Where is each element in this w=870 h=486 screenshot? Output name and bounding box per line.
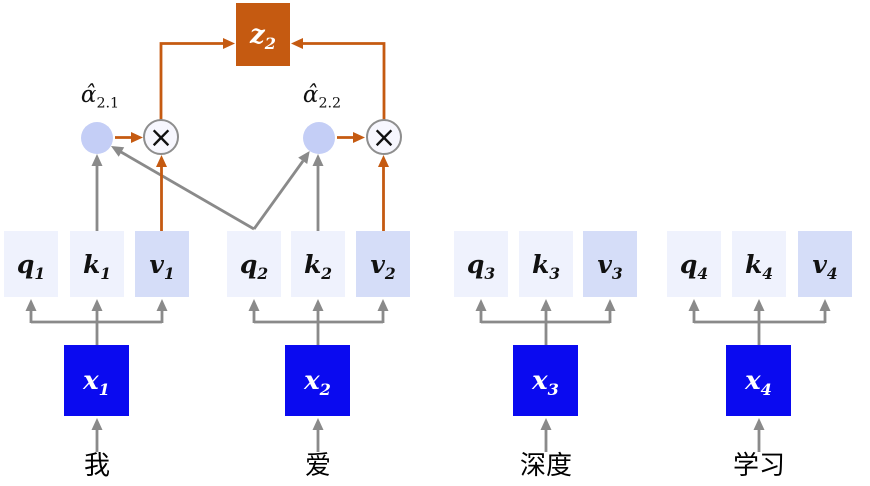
- value-box-v3: v3: [583, 231, 637, 297]
- embedding-box-x3: x3: [513, 345, 578, 416]
- query-box-q2: q2: [227, 231, 281, 297]
- query-box-q1: q1: [4, 231, 58, 297]
- token-word-1: 我: [83, 451, 110, 481]
- key-box-k2: k2: [291, 231, 345, 297]
- embedding-box-x4: x4: [726, 345, 791, 416]
- attention-weight-label-22: α̂2.2: [302, 82, 342, 112]
- value-box-v1: v1: [135, 231, 189, 297]
- multiply-icon: ×: [148, 119, 174, 154]
- key-box-k1: k1: [70, 231, 124, 297]
- attention-weight-label-21: α̂2.1: [80, 82, 120, 112]
- key-box-k4: k4: [732, 231, 786, 297]
- multiply-node-1: ×: [143, 119, 179, 155]
- token-word-2: 爱: [304, 451, 331, 481]
- query-box-q4: q4: [667, 231, 721, 297]
- key-arrows: [91, 154, 324, 231]
- multiply-node-2: ×: [366, 119, 402, 155]
- attention-weight-circle-22: [303, 122, 335, 154]
- attention-weight-circle-21: [81, 122, 113, 154]
- output-label: z2: [250, 19, 276, 53]
- value-box-v4: v4: [798, 231, 852, 297]
- token-word-3: 深度: [519, 451, 572, 481]
- output-box-z2: z2: [236, 3, 290, 66]
- query-box-q3: q3: [454, 231, 508, 297]
- embedding-box-x1: x1: [64, 345, 129, 416]
- key-box-k3: k3: [519, 231, 573, 297]
- value-box-v2: v2: [356, 231, 410, 297]
- token-word-4: 学习: [732, 451, 785, 481]
- multiply-icon: ×: [371, 119, 397, 154]
- query-arrows: [111, 146, 310, 231]
- embedding-box-x2: x2: [285, 345, 350, 416]
- value-arrows: [156, 155, 389, 231]
